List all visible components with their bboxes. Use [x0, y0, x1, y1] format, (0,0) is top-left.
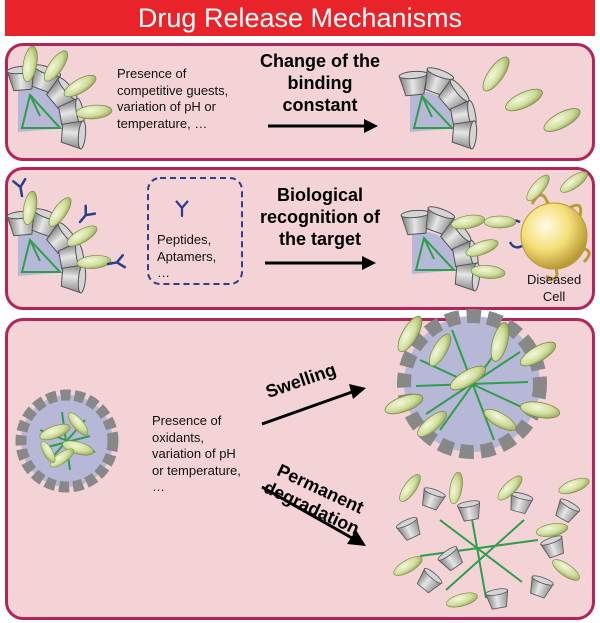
mechanism-label-biological-recognition: Biological recognition of the target — [260, 185, 380, 249]
targeted-hydrogel-corner — [6, 177, 127, 294]
loaded-hydrogel-sphere — [15, 389, 119, 493]
ligand-inset-text: Peptides, Aptamers, … — [157, 232, 217, 280]
ligand-icon — [175, 200, 189, 218]
panel-biological-recognition — [5, 167, 595, 310]
swollen-hydrogel-sphere — [382, 309, 562, 459]
diagram-title: Drug Release Mechanisms — [5, 0, 595, 36]
targeting-ligand-inset — [147, 177, 243, 285]
released-drugs-1 — [477, 52, 584, 137]
degraded-hydrogel — [390, 470, 592, 611]
condition-text-3: Presence of oxidants, variation of pH or… — [152, 413, 241, 494]
mechanism-label-binding-constant: Change of the binding constant — [260, 51, 380, 115]
loaded-hydrogel-corner-1 — [6, 44, 113, 150]
empty-hydrogel-corner-1 — [398, 65, 479, 150]
diseased-cell-label: Diseased Cell — [527, 272, 582, 304]
condition-text-1: Presence of competitive guests, variatio… — [117, 66, 229, 131]
bound-hydrogel-corner — [400, 204, 506, 292]
diseased-cell — [483, 167, 591, 281]
